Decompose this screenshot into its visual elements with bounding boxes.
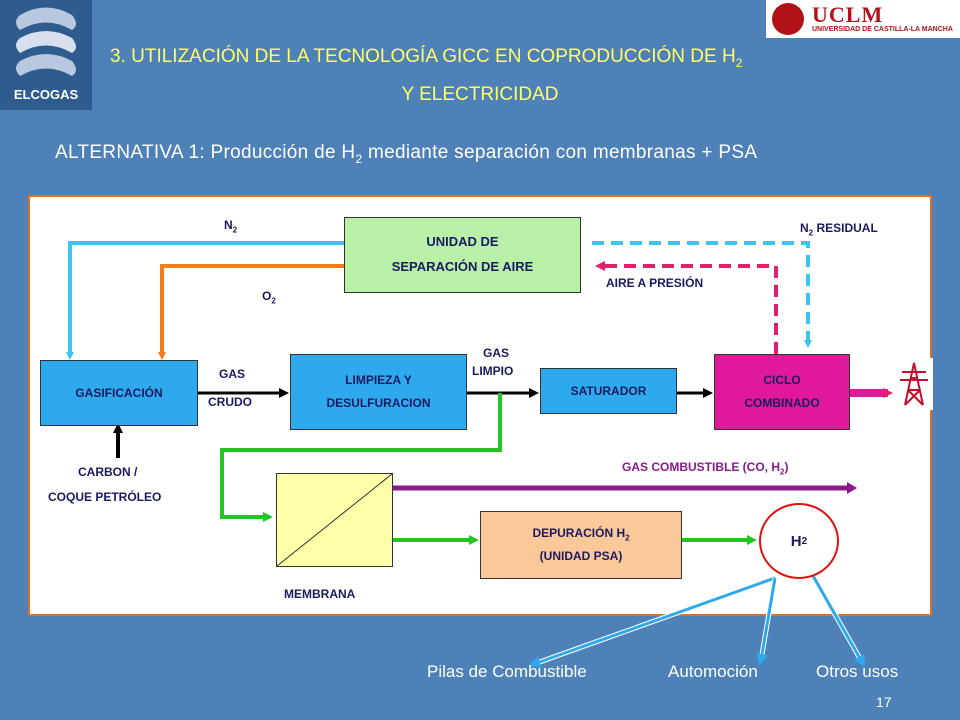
- o2-label: O2: [262, 289, 276, 306]
- depuracion-line2: (UNIDAD PSA): [539, 549, 623, 564]
- depuracion-line1: DEPURACIÓN H2: [532, 525, 630, 543]
- elcogas-swirl-icon: [16, 7, 76, 76]
- gas-crudo-label-line1: GAS: [219, 367, 246, 381]
- elcogas-logo: ELCOGAS: [0, 0, 92, 110]
- page-title-line2: Y ELECTRICIDAD: [401, 84, 559, 105]
- aire-presion-line: [595, 261, 778, 354]
- membrane-feed-line: [220, 393, 502, 522]
- ciclo-line2: COMBINADO: [744, 396, 820, 410]
- uclm-logo-text: UCLM: [812, 2, 884, 27]
- air-sep-line1: UNIDAD DE: [426, 234, 499, 250]
- elcogas-logo-text: ELCOGAS: [13, 87, 79, 102]
- n2-label: N2: [224, 218, 238, 235]
- membrane-box: [276, 473, 393, 567]
- ciclo-line1: CICLO: [763, 373, 801, 388]
- depuracion-psa-box: DEPURACIÓN H2 (UNIDAD PSA): [480, 511, 682, 579]
- subtitle: ALTERNATIVA 1: Producción de H2 mediante…: [55, 142, 758, 166]
- aire-presion-label: AIRE A PRESIÓN: [606, 276, 704, 290]
- arrow-pilas-inner: [528, 576, 776, 668]
- gas-combustible-label: GAS COMBUSTIBLE (CO, H2): [622, 460, 789, 477]
- saturador-label: SATURADOR: [570, 383, 647, 398]
- page-number: 17: [876, 694, 892, 710]
- membrana-label: MEMBRANA: [284, 587, 356, 601]
- gas-limpio-label-line2: LIMPIO: [472, 364, 514, 378]
- otros-usos-label: Otros usos: [816, 662, 899, 681]
- ciclo-combinado-box: CICLO COMBINADO: [714, 354, 850, 430]
- gas-crudo-label-line2: CRUDO: [208, 395, 252, 409]
- n2-line: [66, 241, 344, 360]
- n2-residual-line: [592, 241, 812, 348]
- gasificacion-box: GASIFICACIÓN: [40, 360, 198, 426]
- limpieza-line1: LIMPIEZA Y: [345, 373, 412, 388]
- o2-line: [158, 264, 344, 360]
- air-sep-line2: SEPARACIÓN DE AIRE: [391, 259, 534, 274]
- limpieza-box: LIMPIEZA Y DESULFURACION: [290, 354, 467, 430]
- pilas-combustible-label: Pilas de Combustible: [427, 662, 587, 681]
- carbon-label-line1: CARBON /: [78, 465, 138, 479]
- n2-residual-label: N2 RESIDUAL: [800, 221, 878, 238]
- gas-limpio-label-line1: GAS: [483, 346, 510, 360]
- arrow-otros-inner: [810, 573, 865, 668]
- limpieza-line2: DESULFURACION: [326, 396, 431, 410]
- uclm-seal-icon: [772, 3, 804, 35]
- electric-pylon-icon: [895, 358, 933, 410]
- carbon-label-line2: COQUE PETRÓLEO: [48, 490, 162, 504]
- page-title-line1: 3. UTILIZACIÓN DE LA TECNOLOGÍA GICC EN …: [110, 46, 743, 70]
- air-separation-unit-box: UNIDAD DE SEPARACIÓN DE AIRE: [344, 217, 581, 293]
- uclm-logo-subtext: UNIVERSIDAD DE CASTILLA-LA MANCHA: [812, 26, 953, 33]
- automocion-label: Automoción: [668, 662, 758, 681]
- uclm-logo: UCLM UNIVERSIDAD DE CASTILLA-LA MANCHA: [766, 0, 960, 38]
- arrow-automocion-inner: [756, 577, 777, 666]
- membrane-diagonal: [277, 474, 392, 566]
- gasificacion-label: GASIFICACIÓN: [75, 385, 163, 400]
- saturador-box: SATURADOR: [540, 368, 677, 414]
